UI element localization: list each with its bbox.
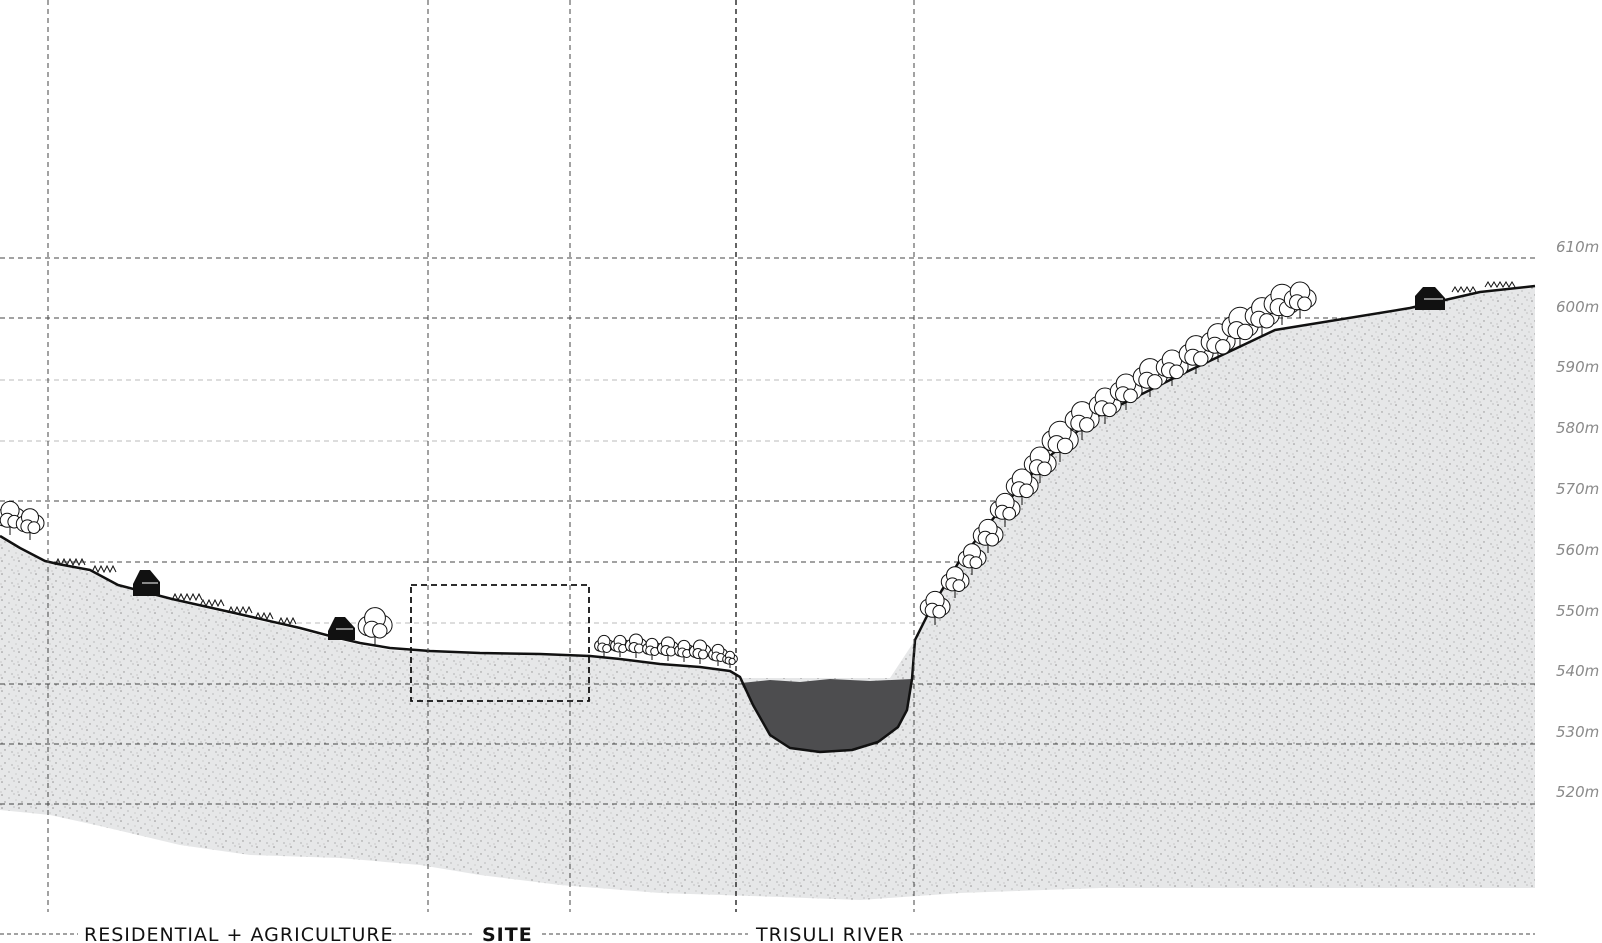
- tree-icon: [919, 590, 951, 625]
- tree-icon: [989, 492, 1021, 527]
- elevation-label-560: 560m: [1556, 541, 1599, 559]
- elevation-label-550: 550m: [1556, 602, 1599, 620]
- tree-icon: [625, 633, 648, 658]
- tree-icon: [1155, 349, 1189, 386]
- tree-icon: [1132, 358, 1168, 397]
- tree-icon: [1283, 281, 1317, 318]
- tree-icon: [940, 566, 970, 598]
- zone-label-strip: RESIDENTIAL + AGRICULTURE SITE TRISULI R…: [0, 924, 1535, 943]
- site-boundary: [410, 584, 590, 702]
- river-water: [741, 679, 912, 752]
- elevation-label-610: 610m: [1556, 238, 1599, 256]
- elevation-label-540: 540m: [1556, 662, 1599, 680]
- tree-icon: [1221, 306, 1259, 348]
- tree-icon: [689, 639, 712, 664]
- elevation-label-520: 520m: [1556, 783, 1599, 801]
- tree-icon: [1064, 401, 1100, 440]
- elevation-label-530: 530m: [1556, 723, 1599, 741]
- elevation-label-580: 580m: [1556, 419, 1599, 437]
- zone-label-site: SITE: [482, 924, 533, 943]
- tree-icon: [972, 518, 1004, 553]
- tree-icon: [1109, 373, 1143, 410]
- tree-icon: [1178, 335, 1214, 374]
- tree-icon: [15, 508, 45, 540]
- zone-label-residential-agriculture: RESIDENTIAL + AGRICULTURE: [84, 924, 394, 943]
- tree-icon: [610, 634, 631, 657]
- elevation-labels: 610m 600m 590m 580m 570m 560m 550m 540m …: [1556, 238, 1599, 801]
- house-icon: [133, 570, 160, 596]
- tree-icon: [722, 650, 738, 668]
- crop-row-icon: [54, 281, 1516, 626]
- elevation-label-600: 600m: [1556, 298, 1599, 316]
- tree-icon: [357, 607, 393, 646]
- tree-icon: [957, 543, 987, 575]
- house-icon: [328, 617, 355, 640]
- house-icon: [1415, 287, 1445, 310]
- ground-section: [0, 286, 1535, 900]
- zone-dividers: [47, 0, 915, 912]
- vegetation: [0, 281, 1317, 668]
- tree-icon: [657, 636, 680, 661]
- elevation-label-590: 590m: [1556, 358, 1599, 376]
- zone-label-trisuli-river: TRISULI RIVER: [755, 924, 905, 943]
- elevation-label-570: 570m: [1556, 480, 1599, 498]
- tree-icon: [594, 634, 615, 657]
- tree-icon: [1023, 446, 1057, 483]
- tree-icon: [1041, 420, 1079, 462]
- tree-icon: [1005, 468, 1039, 505]
